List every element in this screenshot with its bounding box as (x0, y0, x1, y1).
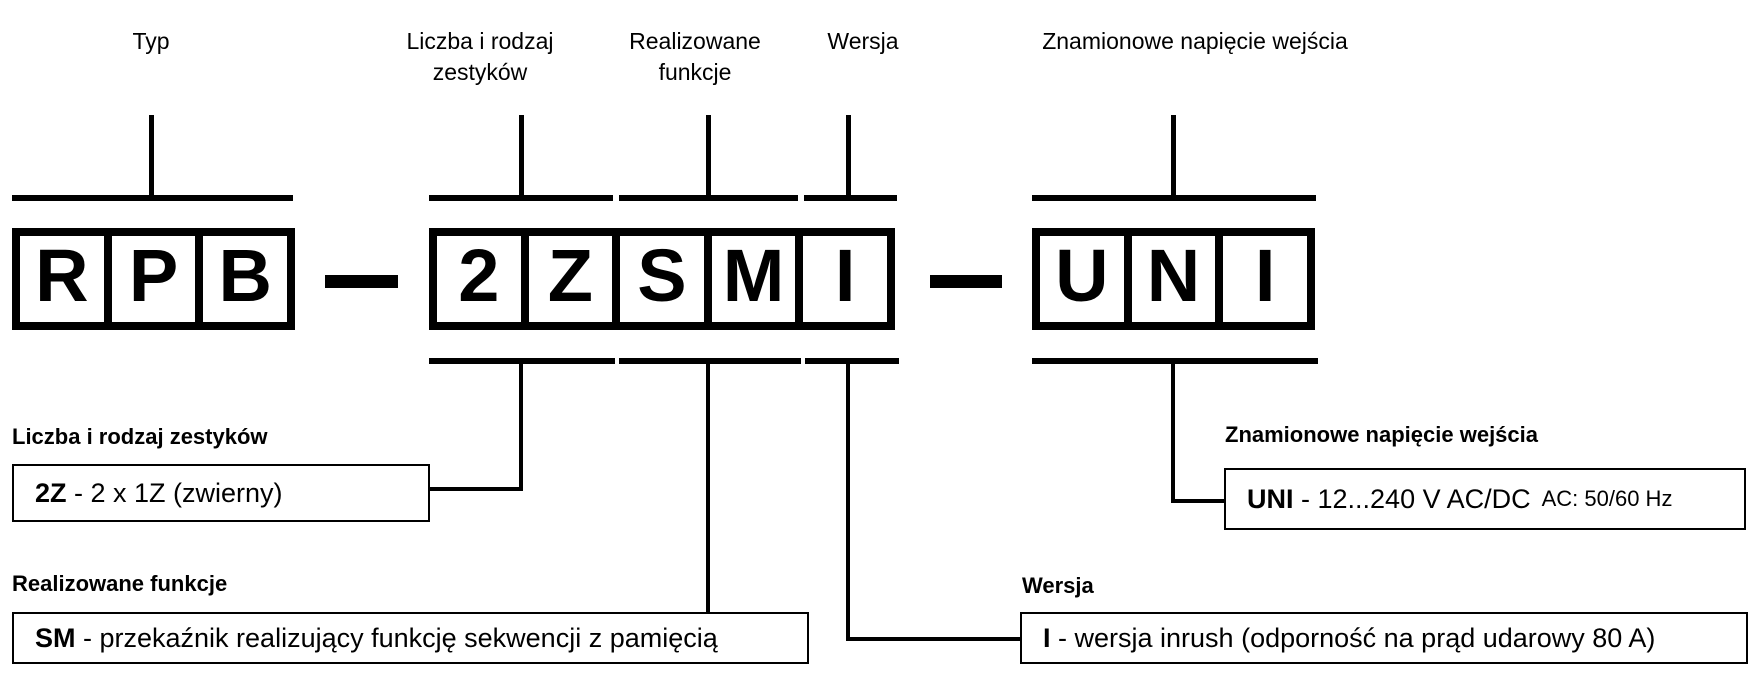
connector-voltage-vertical (1171, 358, 1175, 503)
section-note-voltage: AC: 50/60 Hz (1541, 486, 1673, 511)
code-cell: M (703, 236, 796, 322)
section-box-version: I - wersja inrush (odporność na prąd uda… (1020, 612, 1748, 664)
code-cell: I (1215, 236, 1307, 322)
section-desc-functions: - przekaźnik realizujący funkcję sekwenc… (75, 622, 718, 653)
dash-separator (325, 275, 398, 288)
overline-typ (12, 195, 293, 201)
label-contacts: Liczba i rodzaj zestyków (406, 28, 554, 85)
section-heading-voltage: Znamionowe napięcie wejścia (1225, 422, 1538, 447)
tick-functions (706, 115, 711, 200)
tick-contacts (519, 115, 524, 200)
connector-functions-vertical (706, 358, 710, 612)
tick-voltage (1171, 115, 1176, 200)
code-cell: 2 (458, 234, 500, 317)
section-desc-contacts: - 2 x 1Z (zwierny) (66, 477, 283, 508)
section-box-voltage: UNI - 12...240 V AC/DC AC: 50/60 Hz (1224, 468, 1746, 530)
section-desc-version: - wersja inrush (odporność na prąd udaro… (1050, 622, 1656, 653)
tick-typ (149, 115, 154, 200)
overline-voltage (1032, 195, 1316, 201)
connector-contacts-horizontal (429, 487, 523, 491)
code-cell: B (195, 236, 287, 322)
tick-version (846, 115, 851, 200)
section-code-functions: SM (35, 622, 76, 653)
code-cell: R (35, 234, 89, 317)
code-cell: I (795, 236, 887, 322)
underline-functions (619, 358, 801, 364)
label-version: Wersja (827, 28, 899, 54)
label-typ: Typ (132, 28, 170, 54)
overline-version (804, 195, 897, 201)
label-functions: Realizowane funkcje (629, 28, 761, 85)
connector-version-horizontal (846, 637, 1020, 641)
connector-version-vertical (846, 358, 850, 641)
code-cell: U (1055, 234, 1109, 317)
code-group-middle: 2 Z S M I (429, 228, 895, 330)
code-cell: S (612, 236, 704, 322)
code-group-voltage: U N I (1032, 228, 1315, 330)
section-box-functions: SM - przekaźnik realizujący funkcję sekw… (12, 612, 809, 664)
underline-voltage (1032, 358, 1318, 364)
code-group-typ: R P B (12, 228, 295, 330)
section-desc-voltage: - 12...240 V AC/DC (1293, 483, 1531, 514)
code-cell: Z (520, 236, 613, 322)
section-code-contacts: 2Z (35, 477, 67, 508)
section-heading-version: Wersja (1022, 573, 1094, 598)
overline-contacts (429, 195, 613, 201)
section-heading-functions: Realizowane funkcje (12, 571, 228, 596)
section-code-version: I (1043, 622, 1051, 653)
connector-contacts-vertical (519, 358, 523, 491)
connector-voltage-horizontal (1171, 499, 1224, 503)
code-cell: P (103, 236, 196, 322)
section-heading-contacts: Liczba i rodzaj zestyków (12, 424, 268, 449)
code-cell: N (1123, 236, 1216, 322)
overline-functions (619, 195, 798, 201)
section-box-contacts: 2Z - 2 x 1Z (zwierny) (12, 464, 430, 522)
section-code-voltage: UNI (1247, 483, 1294, 514)
label-voltage: Znamionowe napięcie wejścia (1042, 28, 1348, 54)
dash-separator (930, 275, 1002, 288)
underline-version (805, 358, 899, 364)
